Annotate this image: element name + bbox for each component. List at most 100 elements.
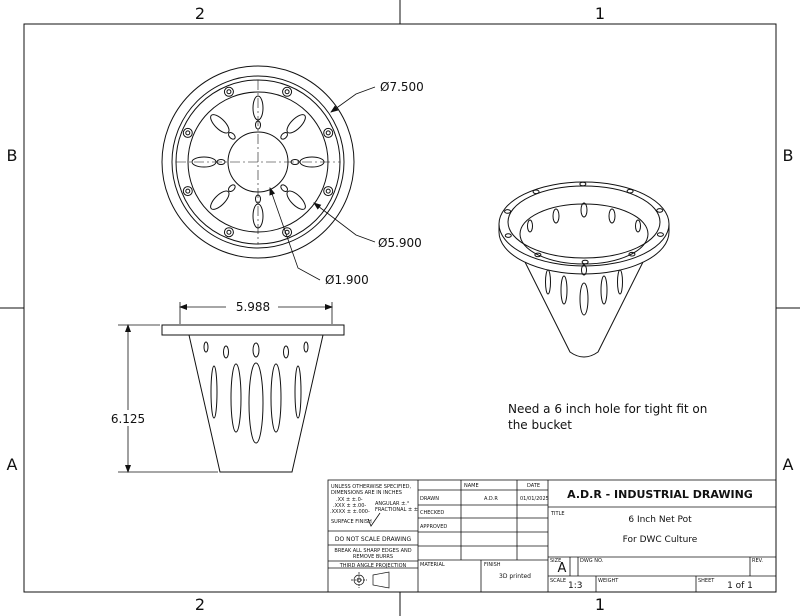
iso-bolt-hole xyxy=(656,232,664,237)
iso-bolt-hole xyxy=(628,251,636,257)
sheet-value: 1 of 1 xyxy=(727,581,753,591)
bolt-hole-inner xyxy=(284,89,290,95)
iso-bolt-hole xyxy=(626,188,634,194)
front-view-dimensions xyxy=(118,302,333,473)
iso-slots xyxy=(527,202,641,316)
weight-label: WEIGHT xyxy=(598,578,619,584)
front-slot xyxy=(303,341,309,353)
iso-slot xyxy=(560,275,568,305)
slot-inner xyxy=(280,184,288,192)
bolt-hole xyxy=(323,127,334,138)
bolt-hole xyxy=(182,186,193,197)
finish-value: 3D printed xyxy=(499,573,531,580)
iso-slot xyxy=(545,269,551,295)
title-line-1: 6 Inch Net Pot xyxy=(628,515,692,525)
zone-left-b: B xyxy=(7,146,18,165)
zone-bottom-2: 2 xyxy=(195,595,205,614)
bolt-hole-inner xyxy=(226,89,232,95)
bolt-hole-inner xyxy=(325,130,331,136)
zone-top-1: 1 xyxy=(595,4,605,23)
iso-slot xyxy=(600,275,608,305)
do-not-scale: DO NOT SCALE DRAWING xyxy=(335,536,412,543)
scale-value: 1:3 xyxy=(568,581,582,591)
dim-bolt-circle-diameter: Ø5.900 xyxy=(378,236,422,250)
tol-fractional: FRACTIONAL ± ± xyxy=(375,507,418,513)
rev-label: REV. xyxy=(752,558,763,564)
note-line-1: Need a 6 inch hole for tight fit on xyxy=(508,402,707,416)
sheet-label: SHEET xyxy=(698,578,715,584)
bolt-hole-inner xyxy=(185,188,191,194)
iso-bolt-hole xyxy=(656,208,664,213)
top-view-dimensions xyxy=(269,86,376,281)
front-slots xyxy=(203,341,309,444)
front-slot xyxy=(203,341,209,353)
projection-label: THIRD ANGLE PROJECTION xyxy=(339,563,407,569)
tol-xxx: .XXX ± ±.00- xyxy=(333,503,366,509)
bolt-hole xyxy=(223,227,234,238)
bolt-hole xyxy=(182,127,193,138)
dim-top-width: 5.988 xyxy=(236,300,270,314)
title-block xyxy=(327,479,777,593)
col-date-header: DATE xyxy=(527,483,540,489)
iso-slot xyxy=(635,219,641,233)
size-label: SIZE xyxy=(550,558,561,564)
tol-line-1: UNLESS OTHERWISE SPECIFIED, xyxy=(331,484,411,490)
row-checked-label: CHECKED xyxy=(420,510,444,516)
iso-bolt-hole xyxy=(534,252,542,258)
iso-slot xyxy=(552,208,560,224)
burrs-line-1: BREAK ALL SHARP EDGES AND xyxy=(334,548,411,554)
burrs-line-2: REMOVE BURRS xyxy=(353,554,393,560)
row-drawn-label: DRAWN xyxy=(420,496,439,502)
dim-height: 6.125 xyxy=(111,412,145,426)
front-slot xyxy=(252,342,260,358)
slot-outer xyxy=(210,190,230,210)
size-value: A xyxy=(558,561,567,576)
slot-inner xyxy=(228,132,236,140)
slot-outer xyxy=(210,114,230,134)
slot-outer xyxy=(286,190,306,210)
front-slot xyxy=(210,365,218,419)
tol-xxxx: .XXXX ± ±.000- xyxy=(330,509,370,515)
front-slot xyxy=(230,363,242,433)
iso-bolt-hole xyxy=(581,259,589,265)
bolt-hole xyxy=(323,186,334,197)
zone-top-2: 2 xyxy=(195,4,205,23)
bolt-hole xyxy=(282,86,293,97)
bolt-holes xyxy=(182,86,334,238)
row-approved-label: APPROVED xyxy=(420,524,447,530)
bolt-hole-inner xyxy=(325,188,331,194)
title-line-2: For DWC Culture xyxy=(623,535,698,545)
dim-outer-diameter: Ø7.500 xyxy=(380,80,424,94)
tol-line-2: DIMENSIONS ARE IN INCHES xyxy=(331,490,402,496)
finish-label: FINISH xyxy=(484,562,501,568)
iso-slot xyxy=(581,264,587,276)
front-slot xyxy=(223,345,229,359)
col-name-header: NAME xyxy=(464,483,479,489)
iso-bolt-holes xyxy=(504,181,664,265)
surface-finish-symbol xyxy=(367,512,381,527)
iso-bolt-hole xyxy=(504,233,512,238)
note-line-2: the bucket xyxy=(508,418,572,432)
slot-outer xyxy=(286,114,306,134)
bolt-hole-inner xyxy=(226,229,232,235)
isometric-view xyxy=(498,181,670,358)
front-slot xyxy=(270,363,282,433)
company-name: A.D.R - INDUSTRIAL DRAWING xyxy=(567,488,753,501)
iso-slot xyxy=(617,269,623,295)
surface-finish-label: SURFACE FINISH xyxy=(331,519,372,525)
tol-angular: ANGULAR ±.° xyxy=(375,501,410,507)
front-slot xyxy=(294,365,302,419)
front-slot xyxy=(248,362,264,444)
front-view xyxy=(161,324,345,473)
iso-bolt-hole xyxy=(579,181,587,187)
bolt-hole xyxy=(223,86,234,97)
dwg-no-label: DWG NO. xyxy=(580,558,604,564)
zone-right-b: B xyxy=(783,146,794,165)
title-label: TITLE xyxy=(550,511,565,517)
front-slot xyxy=(283,345,289,359)
iso-bolt-hole xyxy=(504,209,512,214)
slot-inner xyxy=(280,132,288,140)
iso-slot xyxy=(580,202,588,218)
zone-left-a: A xyxy=(7,455,18,474)
